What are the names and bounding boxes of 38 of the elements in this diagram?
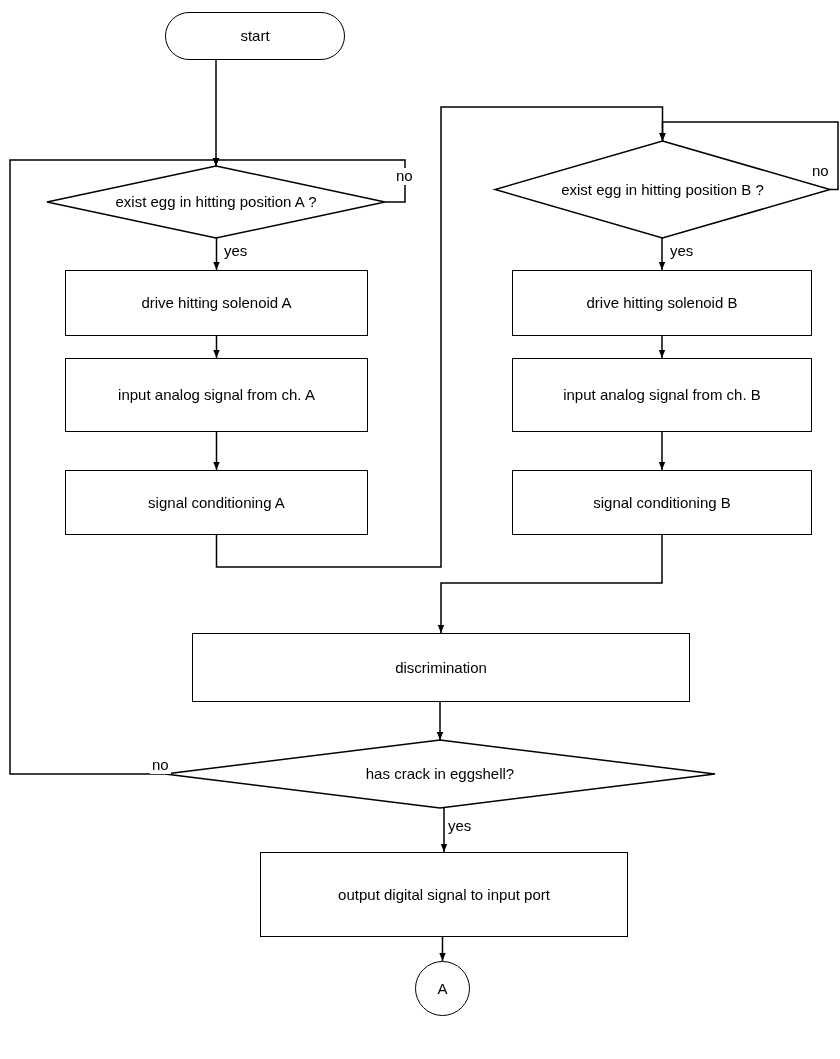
node-text: exist egg in hitting position B ?: [561, 179, 764, 200]
terminal-shape: [165, 12, 345, 60]
arrow: [213, 335, 220, 359]
edge-label: no: [394, 168, 415, 185]
process-box: [65, 470, 368, 535]
node-text: start: [240, 26, 270, 46]
process-box: [192, 633, 690, 702]
arrow: [437, 534, 663, 634]
node-text: drive hitting solenoid B: [586, 293, 738, 313]
arrow: [659, 121, 839, 191]
arrow: [213, 237, 220, 271]
process-box: [512, 470, 812, 535]
arrow: [440, 807, 448, 853]
node-text: drive hitting solenoid A: [141, 293, 292, 313]
process-box: [512, 270, 812, 336]
process-box: [260, 852, 628, 937]
node-text: A: [437, 978, 448, 999]
arrow: [658, 431, 666, 471]
process-box: [65, 270, 368, 336]
arrow: [658, 335, 666, 359]
arrow: [215, 106, 666, 568]
arrow: [658, 237, 666, 271]
process-box: [65, 358, 368, 432]
node-text: signal conditioning B: [593, 492, 731, 513]
arrow: [213, 431, 220, 471]
node-text: output digital signal to input port: [338, 884, 550, 905]
process-box: [512, 358, 812, 432]
arrow: [9, 158, 220, 775]
decision-diamond: [495, 141, 830, 238]
node-text: input analog signal from ch. A: [118, 385, 315, 405]
node-text: exist egg in hitting position A ?: [115, 192, 317, 212]
node-text: signal conditioning A: [148, 492, 285, 513]
node-text: input analog signal from ch. B: [563, 385, 761, 405]
arrow: [436, 701, 444, 741]
decision-diamond: [47, 166, 385, 238]
arrow: [439, 936, 446, 962]
node-text: has crack in eggshell?: [365, 764, 515, 784]
node-text: discrimination: [395, 657, 487, 678]
